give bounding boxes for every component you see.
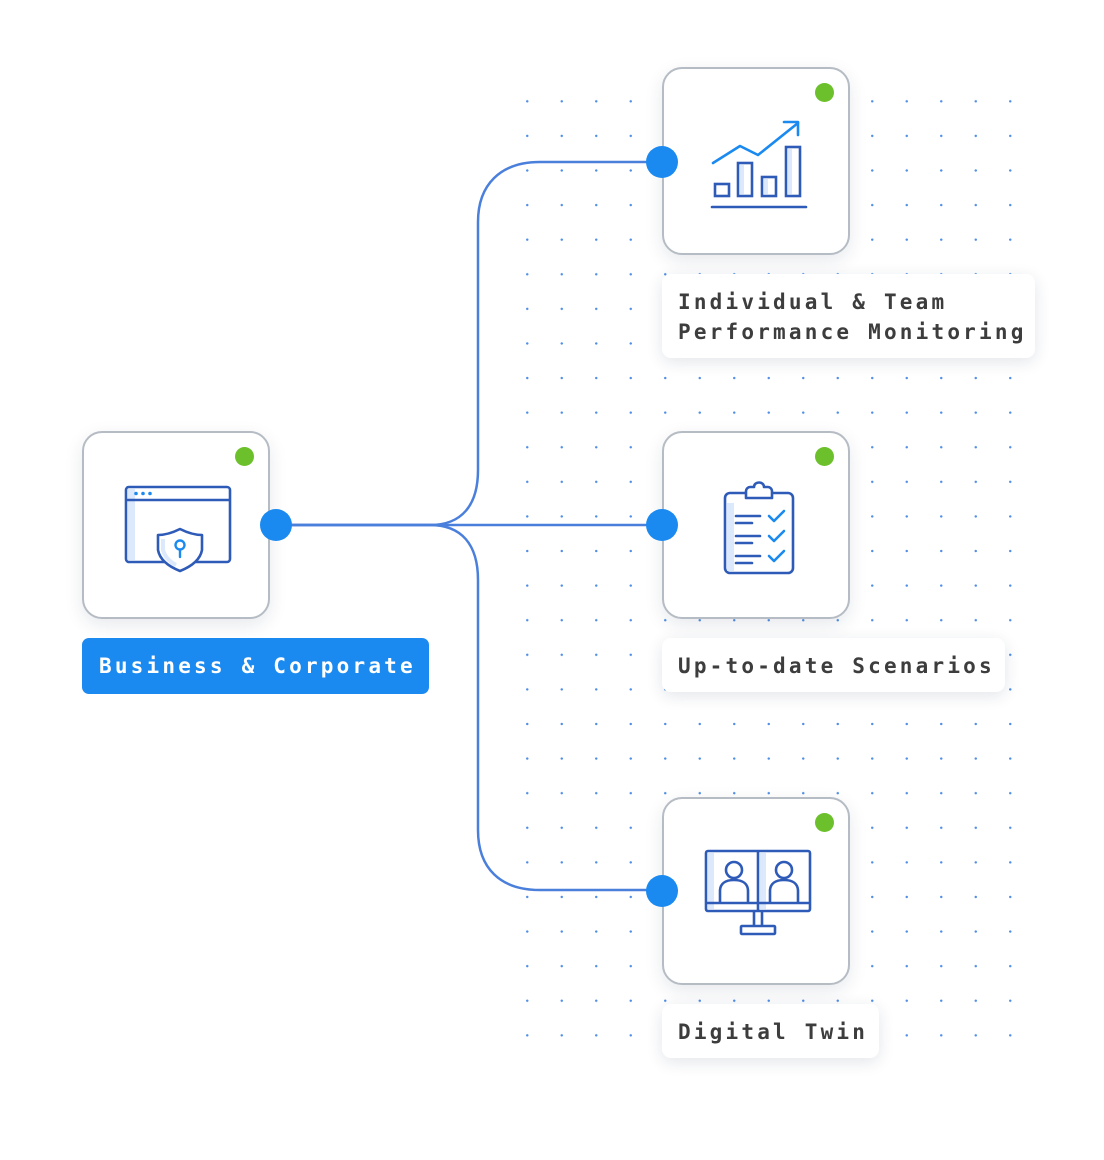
status-indicator [815,447,834,466]
performance-label: Individual & Team Performance Monitoring [662,274,1035,358]
scenarios-node-card[interactable] [662,431,850,619]
scenarios-input-port[interactable] [646,509,678,541]
digital-twin-input-port[interactable] [646,875,678,907]
status-indicator [235,447,254,466]
monitor-users-icon [704,849,812,936]
scenarios-label: Up-to-date Scenarios [662,638,1005,692]
source-label: Business & Corporate [82,638,429,694]
digital-twin-label: Digital Twin [662,1004,879,1058]
digital-twin-node-card[interactable] [662,797,850,985]
clipboard-checklist-icon [723,481,795,575]
source-output-port[interactable] [260,509,292,541]
performance-node-card[interactable] [662,67,850,255]
source-node-card[interactable] [82,431,270,619]
status-indicator [815,83,834,102]
performance-input-port[interactable] [646,146,678,178]
browser-shield-icon [124,485,232,573]
bar-chart-growth-icon [710,120,808,209]
connector-to-digital-twin [288,523,650,892]
status-indicator [815,813,834,832]
connector-to-performance [288,160,650,527]
